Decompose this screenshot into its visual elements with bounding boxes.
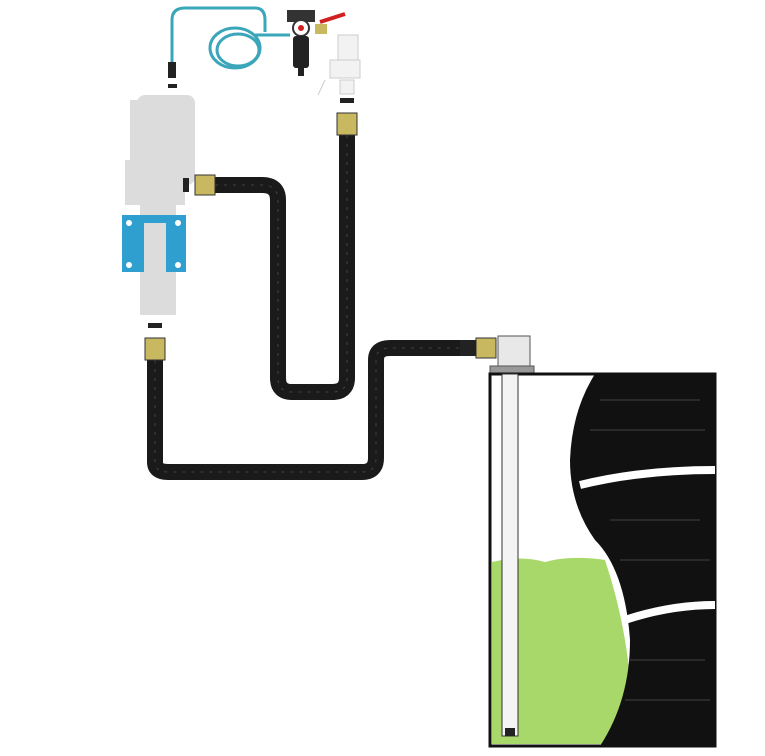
suction-hose — [147, 340, 462, 480]
discharge-hose-return — [215, 135, 355, 400]
pump-outlet-fitting — [183, 178, 189, 192]
valve-fitting — [340, 98, 354, 103]
drum-tank — [488, 372, 717, 748]
pump-inlet-fitting — [148, 323, 162, 328]
air-inlet-fitting — [168, 84, 177, 88]
air-hose-coil — [170, 6, 290, 75]
brass-fitting-tank — [475, 337, 497, 359]
filter-regulator — [287, 10, 346, 76]
outlet-valve — [317, 34, 361, 96]
pump-body — [125, 95, 195, 315]
dip-tube — [501, 373, 519, 737]
liquid-level — [492, 557, 630, 744]
brass-fitting-pump-outlet — [194, 174, 216, 196]
brass-fitting-valve — [336, 112, 358, 136]
brass-fitting-pump-inlet — [144, 337, 166, 361]
suction-swivel-head — [489, 335, 535, 375]
valve-handle — [319, 12, 346, 24]
air-hose-connector — [168, 62, 176, 78]
wall-bracket — [122, 215, 186, 272]
